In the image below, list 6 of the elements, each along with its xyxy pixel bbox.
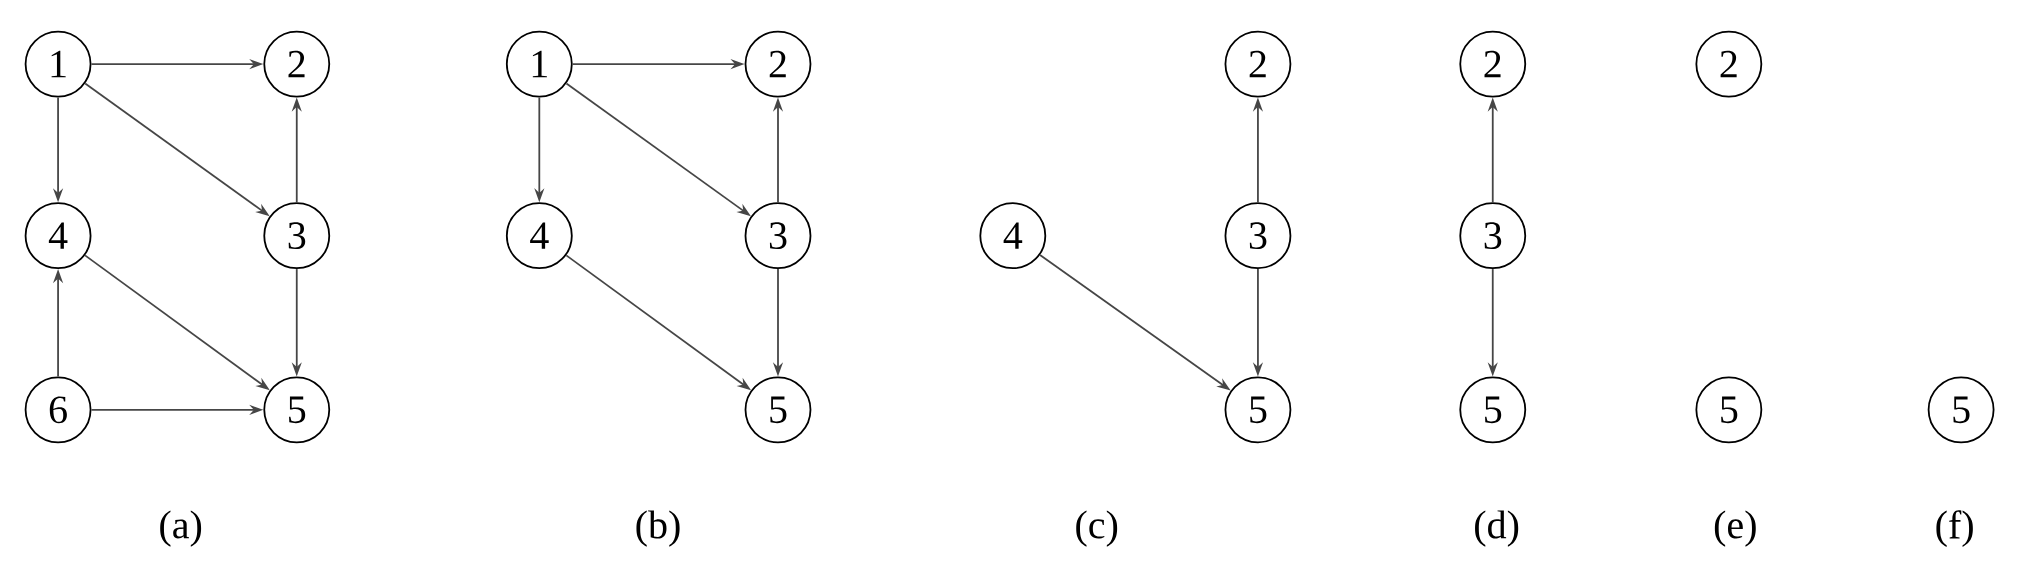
panel-caption: (e) (1714, 510, 1756, 547)
panel-caption: (a) (160, 510, 202, 547)
panel-caption: (d) (1475, 510, 1519, 547)
panel-caption: (f) (1936, 510, 1973, 547)
panel-caption: (b) (636, 510, 680, 547)
panel-caption: (c) (1076, 510, 1118, 547)
